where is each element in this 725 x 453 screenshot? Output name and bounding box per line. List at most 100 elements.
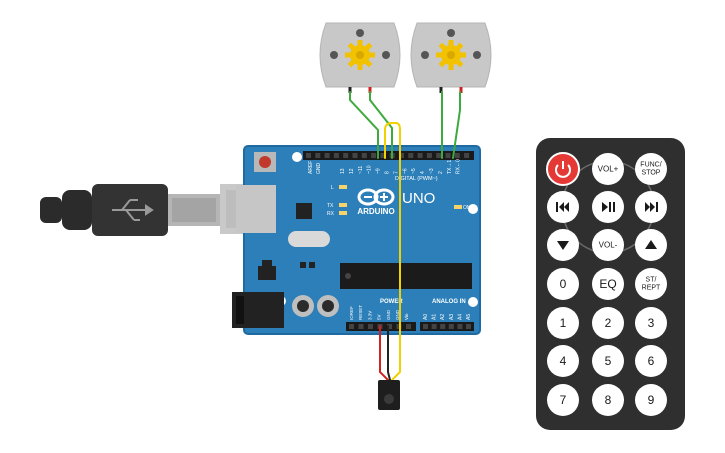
wire-ir-vcc xyxy=(379,325,389,381)
remote-button-label: 5 xyxy=(605,354,612,368)
digital-pin-label: ~3 xyxy=(429,168,435,174)
remote-button-five[interactable]: 5 xyxy=(592,345,624,377)
reset-button[interactable] xyxy=(254,152,276,172)
power-jack xyxy=(232,292,284,328)
digital-pin-label: ~9 xyxy=(376,168,382,174)
aref-label: AREF xyxy=(308,161,314,174)
remote-button-label: 9 xyxy=(648,393,655,407)
svg-text:TX: TX xyxy=(327,203,334,209)
svg-text:L: L xyxy=(331,185,334,191)
svg-text:RX: RX xyxy=(327,211,335,217)
remote-button-power[interactable] xyxy=(546,152,580,186)
digital-pin-label: 13 xyxy=(340,168,346,174)
analog-label: ANALOG IN xyxy=(432,299,466,305)
gear-icon xyxy=(436,40,466,70)
analog-pin-label: A0 xyxy=(423,314,429,320)
capacitor-2 xyxy=(317,295,339,317)
ir-receiver xyxy=(378,380,400,410)
digital-pin-label: 7 xyxy=(393,171,399,174)
remote-button-label: 6 xyxy=(648,354,655,368)
remote-button-st-rept[interactable]: ST/REPT xyxy=(635,268,667,300)
remote-button-one[interactable]: 1 xyxy=(547,307,579,339)
remote-button-label: ST/ xyxy=(646,277,657,284)
atmega-16u2-chip xyxy=(296,203,312,219)
digital-pin-label: 8 xyxy=(385,171,391,174)
digital-pin-label: 12 xyxy=(349,168,355,174)
remote-button-label: VOL- xyxy=(599,241,618,250)
remote-button-six[interactable]: 6 xyxy=(635,345,667,377)
digital-pin-label: 4 xyxy=(420,171,426,174)
remote-button-label: EQ xyxy=(599,277,616,291)
analog-pin-label: A4 xyxy=(457,314,463,320)
dc-motor-2 xyxy=(410,22,492,93)
power-pin-label: GND xyxy=(395,309,400,320)
usb-cable xyxy=(40,184,262,236)
remote-button-next[interactable] xyxy=(635,191,667,223)
power-pin-label: Vin xyxy=(404,313,409,320)
remote-button-label: 3 xyxy=(648,316,655,330)
power-pin-label: GND xyxy=(386,309,391,320)
model-label: UNO xyxy=(402,190,435,207)
atmega328-chip xyxy=(340,263,472,289)
digital-label: DIGITAL (PWM~) xyxy=(395,176,438,182)
remote-button-label: 1 xyxy=(560,316,567,330)
remote-button-prev[interactable] xyxy=(547,191,579,223)
remote-button-label: 0 xyxy=(560,277,567,291)
power-icon xyxy=(555,161,571,178)
remote-button-func-stop[interactable]: FUNC/STOP xyxy=(635,153,667,185)
power-label: POWER xyxy=(380,299,403,305)
remote-button-seven[interactable]: 7 xyxy=(547,384,579,416)
dc-motor-1 xyxy=(319,22,401,93)
digital-pin-label: RX←0 xyxy=(456,159,462,174)
remote-button-vol-up[interactable]: VOL+ xyxy=(592,153,624,185)
remote-button-label: 8 xyxy=(605,393,612,407)
crystal xyxy=(288,231,330,247)
gear-icon xyxy=(345,40,375,70)
remote-button-label: 2 xyxy=(605,316,612,330)
digital-pin-label: 2 xyxy=(438,171,444,174)
remote-button-label: 7 xyxy=(560,393,567,407)
remote-button-vol-down[interactable]: VOL- xyxy=(592,229,624,261)
digital-pin-label: ~10 xyxy=(367,165,373,174)
power-pin-label: RESET xyxy=(358,305,363,320)
wire-motor2-b xyxy=(452,91,461,159)
remote-button-three[interactable]: 3 xyxy=(635,307,667,339)
analog-pin-label: A3 xyxy=(449,314,455,320)
arduino-logo xyxy=(357,188,395,206)
usb-symbol-icon xyxy=(112,199,154,221)
digital-pin-label: ~6 xyxy=(402,168,408,174)
wire-ir-signal xyxy=(384,122,401,381)
remote-keypad: VOL+ FUNC/STOP VOL- 0 EQ ST/REPT 1 2 3 4 5 6 7 8 9 xyxy=(546,152,667,416)
remote-button-label: STOP xyxy=(642,170,661,177)
remote-button-eight[interactable]: 8 xyxy=(592,384,624,416)
remote-button-zero[interactable]: 0 xyxy=(547,268,579,300)
remote-button-eq[interactable]: EQ xyxy=(592,268,624,300)
next-icon xyxy=(645,202,658,212)
remote-button-label: REPT xyxy=(642,285,661,292)
analog-pin-label: A5 xyxy=(466,314,472,320)
usb-jack xyxy=(236,185,276,233)
analog-pin-label: A1 xyxy=(432,314,438,320)
remote-button-label: FUNC/ xyxy=(640,162,661,169)
power-pin-label: IOREF xyxy=(349,306,354,320)
digital-pin-label: ~5 xyxy=(411,168,417,174)
play-pause-icon xyxy=(602,202,615,212)
remote-button-nine[interactable]: 9 xyxy=(635,384,667,416)
remote-button-up[interactable] xyxy=(635,229,667,261)
capacitor-1 xyxy=(292,295,314,317)
remote-button-label: VOL+ xyxy=(598,165,619,174)
remote-button-four[interactable]: 4 xyxy=(547,345,579,377)
remote-button-two[interactable]: 2 xyxy=(592,307,624,339)
remote-button-play-pause[interactable] xyxy=(592,191,624,223)
remote-button-down[interactable] xyxy=(547,229,579,261)
analog-pin-label: A2 xyxy=(440,314,446,320)
voltage-regulator xyxy=(258,260,276,280)
svg-text:ON: ON xyxy=(463,205,471,211)
wire-ir-gnd xyxy=(387,325,391,381)
wires xyxy=(349,91,461,381)
down-arrow-icon xyxy=(557,241,569,250)
